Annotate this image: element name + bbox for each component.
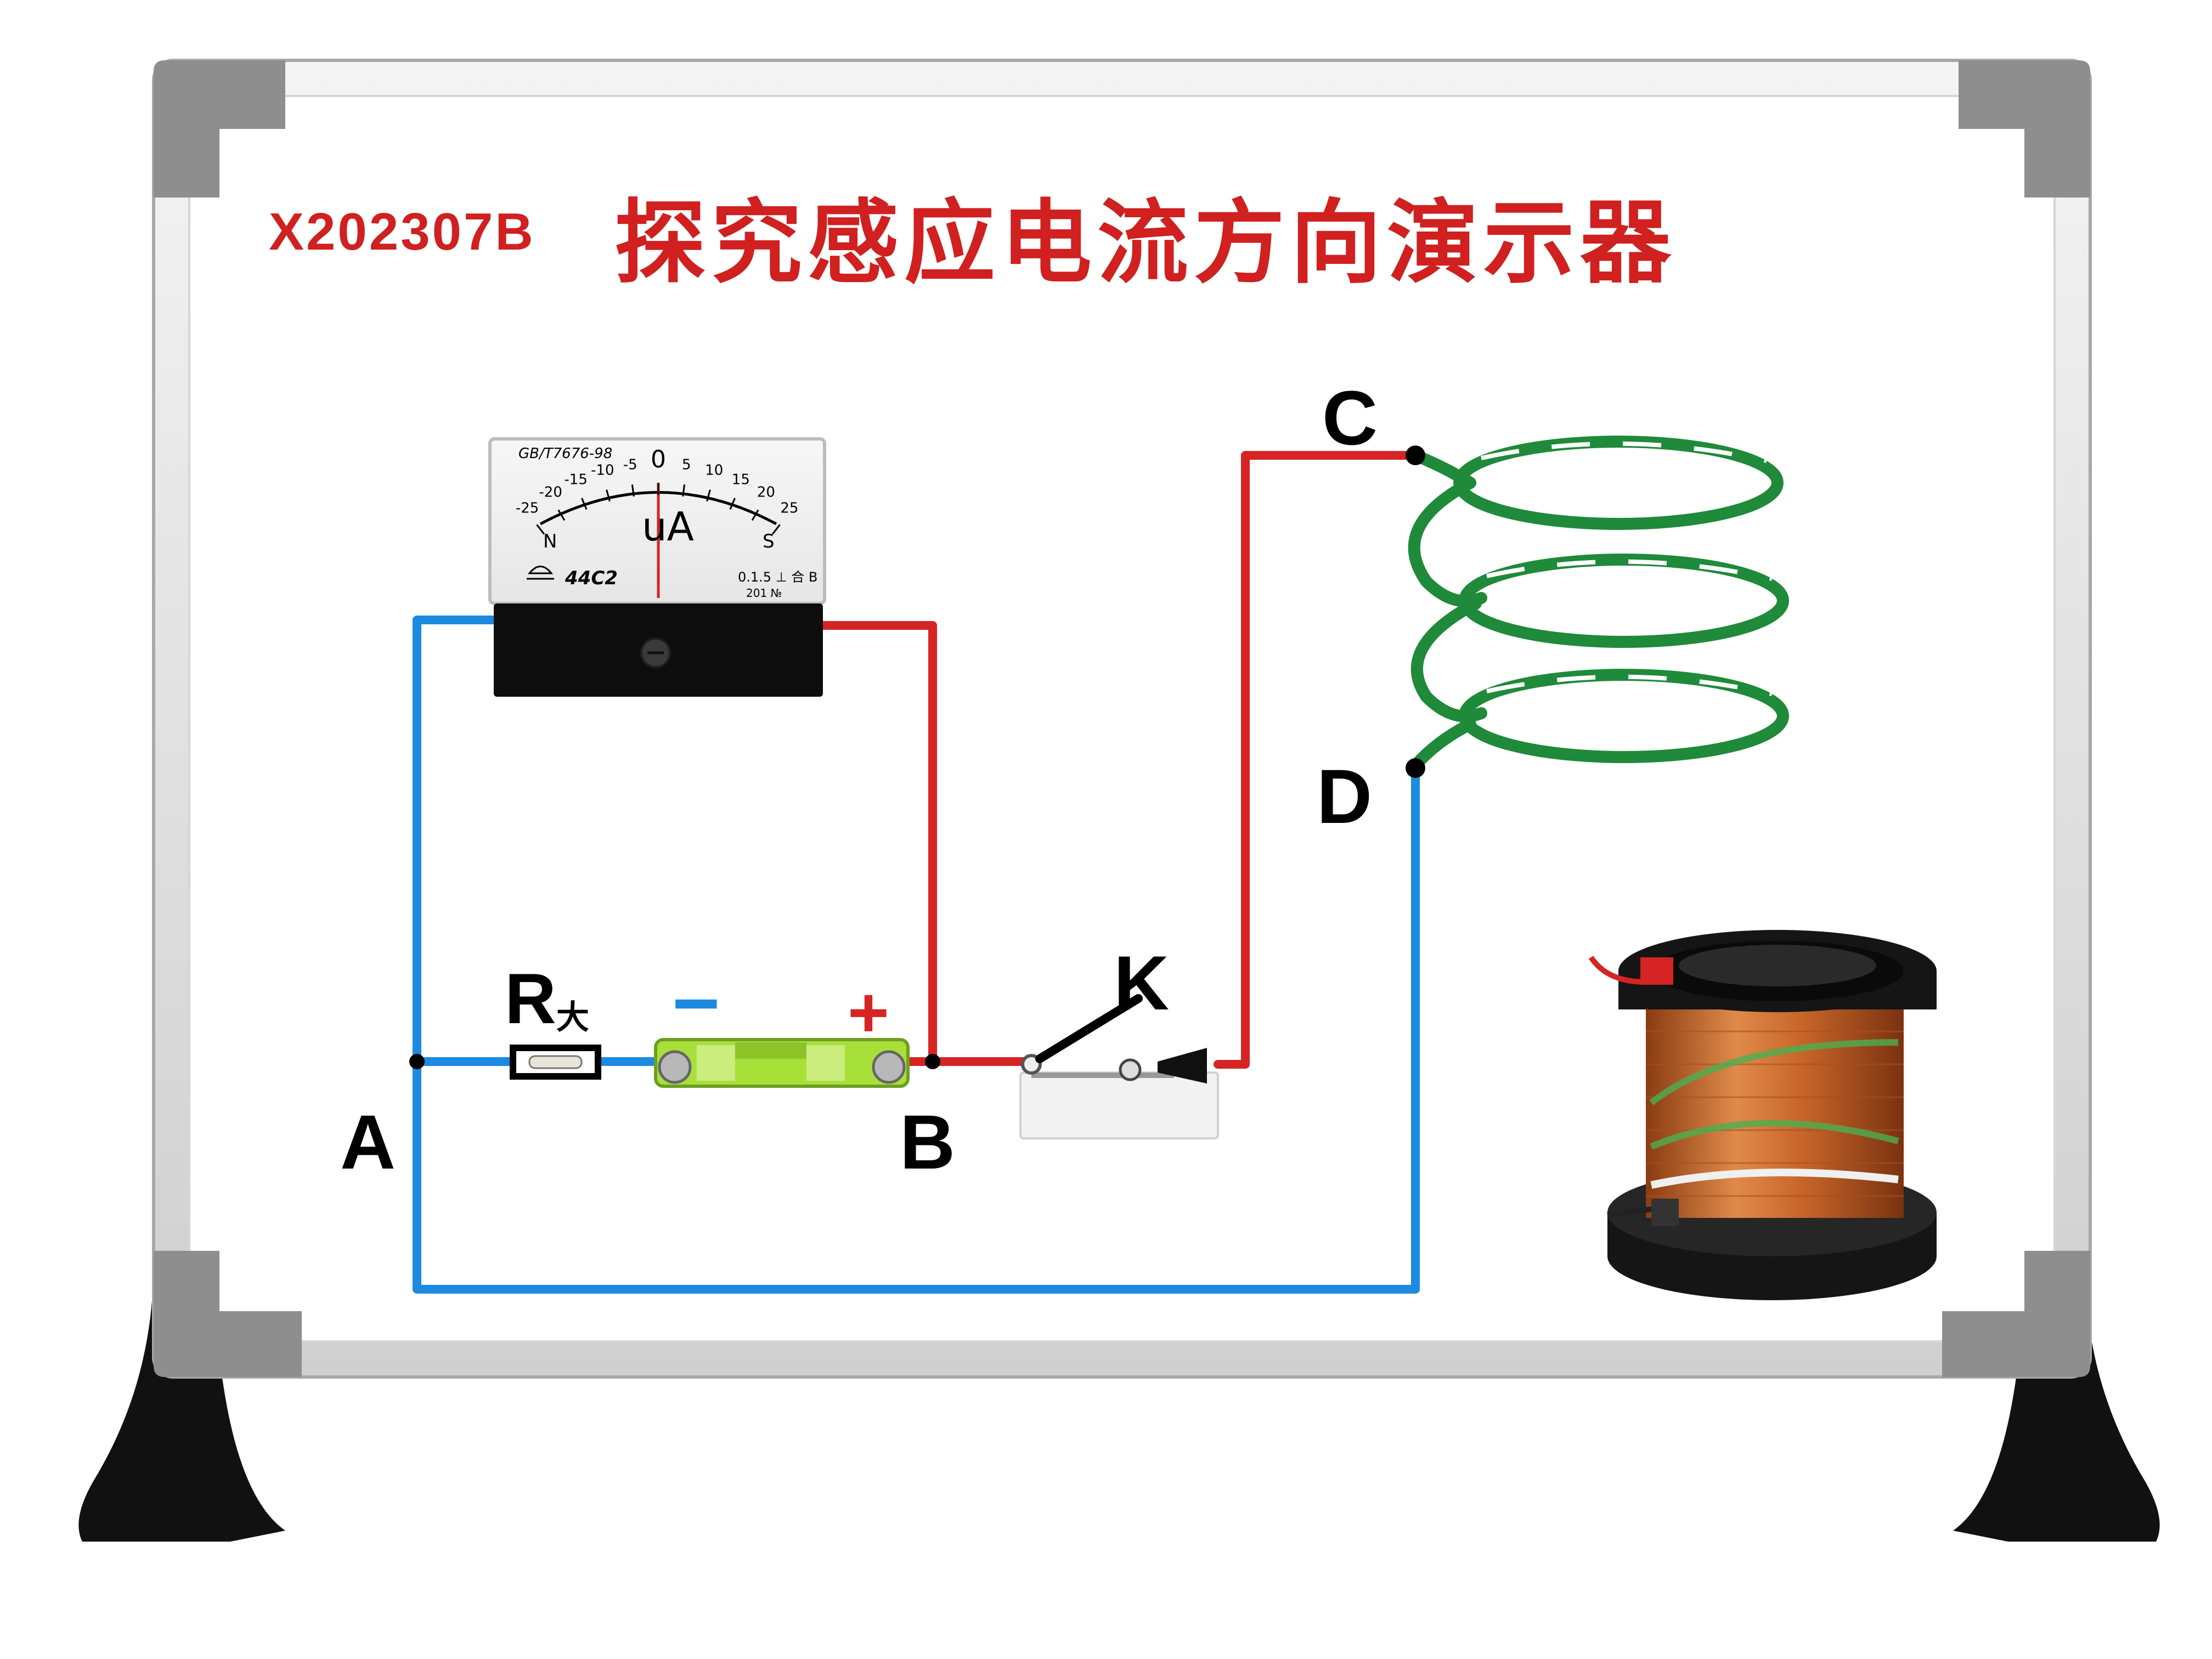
- label-point-d: D: [1317, 753, 1372, 839]
- corner-cap-bottom-left: [154, 1251, 302, 1377]
- ammeter-scale-tick: [606, 489, 611, 502]
- ammeter-scale-label: -25: [516, 500, 539, 516]
- ammeter-model: 44C2: [565, 567, 618, 589]
- ammeter-scale-tick: [682, 484, 686, 497]
- ammeter-scale-tick: [631, 484, 635, 497]
- ammeter-scale-label: 20: [757, 484, 775, 500]
- label-point-a: A: [340, 1099, 396, 1185]
- ammeter-scale-label: 25: [780, 500, 798, 516]
- label-point-b: B: [900, 1099, 955, 1185]
- knife-switch-k: [1019, 994, 1219, 1139]
- ammeter-scale-tick: [706, 489, 711, 502]
- ammeter-code: GB/T7676-98: [518, 445, 612, 462]
- ammeter-scale-tick: [536, 524, 545, 535]
- ammeter-scale-label: -15: [564, 471, 587, 488]
- ammeter-brand-icon: [527, 566, 554, 580]
- resistor-r-large: [510, 1045, 601, 1080]
- corner-cap-top-right: [1959, 60, 2090, 198]
- ammeter-scale-label: -20: [539, 484, 562, 500]
- microammeter: [488, 437, 826, 697]
- coil-highlights: [1481, 441, 1773, 696]
- junction-b-dot: [925, 1054, 940, 1069]
- label-point-c: C: [1322, 375, 1378, 461]
- ammeter-scale-tick: [771, 524, 781, 535]
- helical-coil: [1408, 436, 1789, 771]
- ammeter-scale-tick: [581, 498, 588, 510]
- junction-a-dot: [409, 1054, 425, 1069]
- battery-holder: [654, 1038, 910, 1088]
- ammeter-scale-tick: [557, 509, 566, 521]
- ammeter-scale-label: -5: [623, 456, 637, 473]
- battery-minus-sign: −: [672, 957, 720, 1049]
- corner-cap-bottom-right: [1942, 1251, 2090, 1377]
- ammeter-scale-label: 15: [732, 471, 750, 488]
- ammeter-serial: 201 №: [746, 586, 782, 600]
- ammeter-pole-left: N: [543, 531, 557, 552]
- ammeter-unit: uA: [642, 504, 694, 550]
- ammeter-scale-label: 0: [651, 445, 666, 473]
- resistor-label: R大: [505, 958, 589, 1039]
- ammeter-scale-tick: [729, 498, 736, 510]
- ammeter-scale-label: -10: [591, 462, 614, 479]
- terminal-c-dot: [1406, 445, 1425, 465]
- resistor-label-subscript: 大: [556, 999, 589, 1036]
- battery-plus-sign: +: [848, 972, 889, 1052]
- blue-wires: [413, 616, 1420, 1294]
- ammeter-spec: 0.1.5 ⊥ 合 B: [738, 569, 817, 585]
- ammeter-pole-right: S: [763, 531, 775, 552]
- model-code: X202307B: [269, 202, 535, 261]
- board-title: 探究感应电流方向演示器: [614, 190, 1677, 296]
- ammeter-scale-label: 10: [705, 462, 723, 479]
- corner-cap-top-left: [154, 60, 285, 198]
- solenoid-spool: [1588, 930, 1937, 1300]
- ammeter-scale-label: 5: [682, 456, 691, 473]
- terminal-d-dot: [1406, 758, 1425, 778]
- ammeter-scale-tick: [751, 509, 759, 521]
